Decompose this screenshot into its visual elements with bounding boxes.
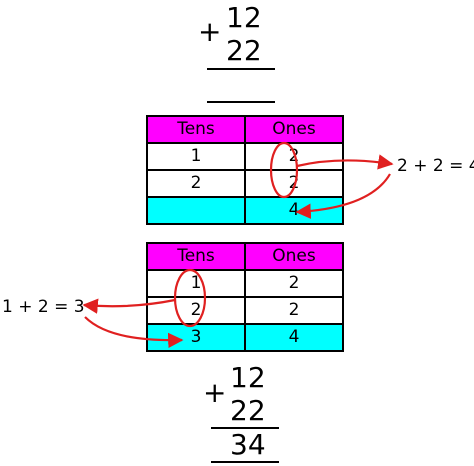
top-addend-1: 12	[226, 1, 262, 34]
note-to-tens-sum-arrow	[84, 316, 184, 349]
plus-sign: +	[198, 15, 222, 48]
ones-sum-note: 2 + 2 = 4	[397, 156, 474, 176]
row2-ones: 2	[244, 169, 344, 198]
bottom-answer-line	[211, 461, 279, 463]
ones-to-note-arrow	[296, 154, 394, 170]
bottom-sum-line	[211, 427, 279, 429]
bottom-addend-1: 12	[230, 361, 266, 394]
row2-ones: 2	[244, 296, 344, 325]
place-value-table-tens: Tens Ones 1 2 2 2 3 4	[146, 242, 344, 352]
header-ones: Ones	[244, 242, 344, 271]
plus-sign: +	[203, 376, 227, 409]
tens-digits-oval	[173, 268, 207, 328]
row2-tens: 2	[146, 169, 246, 198]
header-tens: Tens	[146, 242, 246, 271]
top-answer-line	[207, 101, 275, 103]
row1-ones: 2	[244, 269, 344, 298]
tens-sum-note: 1 + 2 = 3	[2, 297, 85, 317]
top-sum-line	[207, 68, 275, 70]
place-value-table-ones: Tens Ones 1 2 2 2 4	[146, 115, 344, 225]
bottom-answer: 34	[230, 428, 266, 461]
row1-ones: 2	[244, 142, 344, 171]
bottom-addend-2: 22	[230, 394, 266, 427]
sum-tens	[146, 196, 246, 225]
tens-to-note-arrow	[82, 298, 176, 314]
header-tens: Tens	[146, 115, 246, 144]
sum-tens: 3	[146, 323, 246, 352]
sum-ones: 4	[244, 323, 344, 352]
row1-tens: 1	[146, 142, 246, 171]
sum-ones: 4	[244, 196, 344, 225]
header-ones: Ones	[244, 115, 344, 144]
row1-tens: 1	[146, 269, 246, 298]
note-to-ones-sum-arrow	[295, 173, 391, 219]
ones-digits-oval	[269, 141, 299, 199]
top-addend-2: 22	[226, 34, 262, 67]
